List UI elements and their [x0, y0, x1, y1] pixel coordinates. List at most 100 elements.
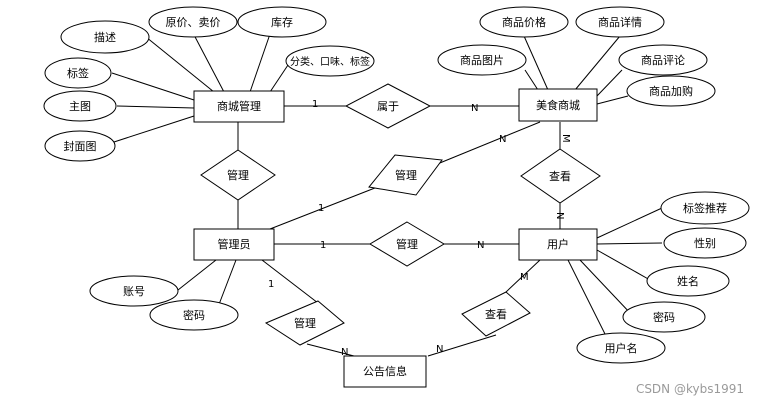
entity-admin — [193, 228, 275, 261]
relationship-view-notice-label: 查看 — [485, 307, 507, 321]
attribute-product-review-label: 商品评论 — [641, 53, 685, 67]
line-name — [596, 249, 651, 281]
entity-notice-label: 公告信息 — [363, 364, 407, 378]
attribute-main-img — [43, 90, 117, 122]
entity-user — [518, 228, 598, 261]
attribute-category-label: 分类、口味、标签 — [290, 55, 370, 68]
line-product-price — [523, 35, 549, 91]
cardinality-label: N — [436, 344, 443, 355]
cardinality-label: N — [477, 240, 484, 251]
relationship-manage-food-label: 管理 — [395, 168, 417, 182]
attribute-cover-img — [44, 130, 116, 162]
entity-food-mall-label: 美食商城 — [536, 98, 580, 112]
attribute-main-img-label: 主图 — [69, 100, 91, 113]
line-user-pwd — [579, 259, 633, 316]
attribute-group-admin: 账号 密码 — [89, 275, 239, 331]
line-admin-managenotice — [261, 259, 319, 304]
cardinality-label: 1 — [268, 279, 274, 290]
attribute-price — [148, 6, 238, 38]
attribute-account — [89, 275, 179, 307]
attribute-stock-label: 库存 — [271, 15, 293, 29]
attribute-category — [285, 45, 375, 77]
attribute-gender-label: 性别 — [694, 236, 716, 250]
attribute-user-pwd — [622, 301, 706, 333]
cardinality-label: N — [471, 103, 478, 114]
entities: 商城管理 美食商城 管理员 用户 公告信息 — [193, 88, 598, 388]
attribute-tag-recommend-label: 标签推荐 — [683, 201, 727, 215]
line-describe — [145, 36, 215, 93]
cardinality-label: 1 — [320, 240, 326, 251]
attribute-group-mall: 描述 原价、卖价 库存 标签 分类、口味、标签 主图 封面图 — [43, 6, 375, 162]
relationship-manage-notice — [264, 300, 345, 346]
relationship-view-food-label: 查看 — [549, 169, 571, 183]
line-username — [567, 259, 606, 335]
attribute-gender — [663, 227, 747, 259]
line-cover-img — [113, 115, 195, 143]
attribute-product-review — [618, 44, 708, 76]
attribute-group-user: 标签推荐 性别 姓名 密码 用户名 — [576, 191, 750, 364]
attribute-product-cart — [626, 75, 716, 107]
attribute-price-label: 原价、卖价 — [166, 16, 221, 29]
line-stock — [249, 33, 271, 93]
line-price — [192, 32, 225, 93]
cardinality-label: N — [554, 212, 565, 219]
cardinality-label: N — [499, 134, 506, 145]
relationship-belongs — [344, 83, 432, 129]
cardinality-label: 1 — [318, 203, 324, 214]
attribute-cover-img-label: 封面图 — [64, 139, 97, 153]
attribute-admin-pwd — [149, 299, 239, 331]
connectors — [111, 32, 663, 357]
cardinality-label: M — [560, 134, 571, 143]
attribute-product-cart-label: 商品加购 — [649, 84, 693, 98]
line-main-img — [116, 105, 195, 109]
entity-notice — [343, 355, 427, 388]
relationship-manage-notice-label: 管理 — [294, 316, 316, 330]
line-category — [269, 64, 289, 93]
attribute-admin-pwd-label: 密码 — [183, 308, 205, 322]
line-product-cart — [596, 95, 629, 105]
line-admin-pwd — [217, 259, 237, 308]
line-user-viewnotice — [505, 259, 541, 293]
attribute-tag-recommend — [660, 191, 750, 225]
relationship-view-food — [520, 148, 601, 204]
relationship-manage-mall-label: 管理 — [227, 168, 249, 182]
attribute-group-foodmall: 商品价格 商品详情 商品图片 商品评论 商品加购 — [437, 6, 716, 107]
attribute-username-label: 用户名 — [605, 341, 638, 355]
line-product-review — [596, 69, 623, 97]
attribute-product-price-label: 商品价格 — [502, 15, 546, 29]
relationship-belongs-label: 属于 — [377, 100, 399, 113]
cardinality-label: M — [520, 272, 529, 283]
relationship-manage-user-label: 管理 — [396, 237, 418, 251]
attribute-username — [576, 332, 666, 364]
entity-user-label: 用户 — [547, 237, 569, 251]
relationships: 属于 管理 管理 查看 管理 管理 查看 — [200, 83, 601, 346]
relationship-manage-mall — [200, 149, 276, 201]
line-managenotice-notice — [306, 343, 355, 357]
entity-admin-label: 管理员 — [218, 237, 251, 251]
attribute-tag — [44, 57, 112, 89]
attribute-describe — [60, 20, 150, 54]
attribute-name — [646, 265, 730, 297]
line-account — [177, 259, 217, 291]
attribute-product-price — [479, 6, 569, 38]
entity-mall-manage — [193, 90, 285, 123]
line-product-img — [524, 69, 539, 91]
line-tag-recommend — [596, 207, 663, 239]
attribute-describe-label: 描述 — [94, 30, 116, 44]
entity-mall-manage-label: 商城管理 — [217, 99, 261, 113]
cardinality-label: N — [341, 347, 348, 358]
attribute-product-detail — [575, 6, 665, 38]
entity-food-mall — [518, 88, 598, 122]
relationship-manage-food — [368, 154, 443, 196]
relationship-manage-user — [369, 221, 445, 267]
line-admin-managefood — [269, 185, 381, 230]
line-product-detail — [574, 35, 621, 91]
line-tag — [111, 72, 195, 101]
attribute-stock — [237, 6, 327, 38]
attribute-user-pwd-label: 密码 — [653, 310, 675, 324]
line-managefood-foodmall — [429, 121, 541, 168]
watermark: CSDN @kybs1991 — [636, 382, 744, 396]
attribute-product-img-label: 商品图片 — [460, 53, 504, 67]
attribute-tag-label: 标签 — [67, 66, 89, 80]
